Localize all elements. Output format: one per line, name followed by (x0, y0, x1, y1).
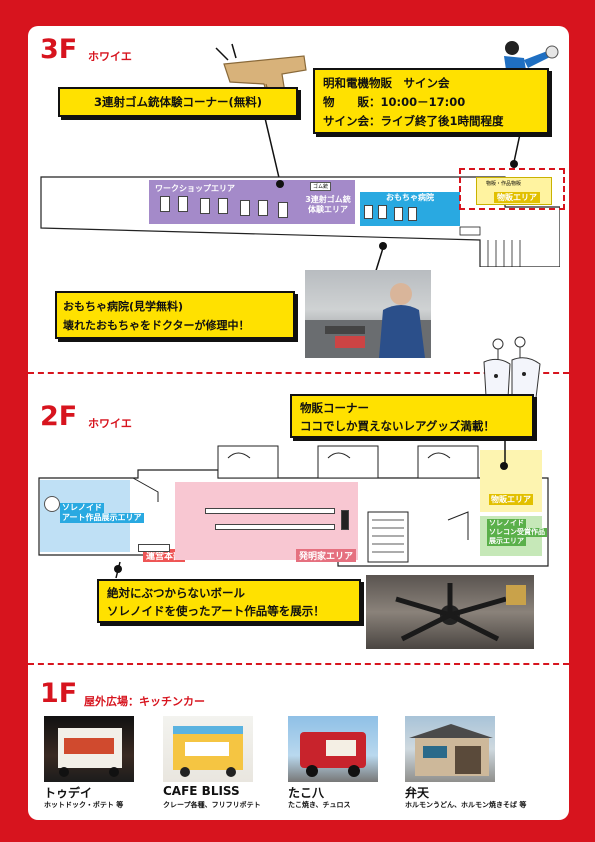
merch-2f-title: 物販コーナー (300, 401, 369, 415)
hospital-table (408, 207, 417, 221)
kitchen-car-photo-today (44, 716, 134, 782)
kitchen-car-photo-benten (405, 716, 495, 782)
floor3-number: 3F (40, 34, 78, 65)
kitchen-car-desc-benten: ホルモンうどん、ホルモン焼きそば 等 (405, 801, 527, 809)
kitchen-car-desc-cafe-bliss: クレープ各種、フリフリポテト (163, 801, 261, 809)
callout-3f-toy-hospital: おもちゃ病院(見学無料) 壊れたおもちゃをドクターが修理中！ (55, 291, 295, 339)
toy-hospital-photo-figure (305, 283, 431, 358)
zone-toy-hospital-label: おもちゃ病院 (386, 193, 434, 202)
floor2-number: 2F (40, 401, 78, 432)
zone-workshop-label: ワークショップエリア (155, 184, 235, 193)
callout-2f-merch: 物販コーナー ココでしか買えないレアグッズ満載！ (290, 394, 534, 438)
solenoid-art-photo-machine (395, 583, 526, 642)
toy-hospital-title: おもちゃ病院(見学無料) (63, 300, 184, 313)
zone-solenoid-contest-label-3: 展示エリア (487, 537, 526, 546)
marker-merch-3f (510, 160, 518, 168)
floor3-label: ホワイエ (88, 50, 132, 63)
workshop-table (200, 198, 210, 214)
zone-gun-label: 3連射ゴム銃 体験エリア (300, 195, 356, 215)
marker-rubber-gun (276, 180, 284, 188)
workshop-table (258, 200, 268, 216)
callout-3f-merch-signing: 明和電機物販 サイン会 物 販：10:00－17:00 サイン会：ライブ終了後1… (313, 68, 549, 134)
kitchen-car-name-benten: 弁天 (405, 786, 430, 800)
zone-gun-label-1: 3連射ゴム銃 (305, 195, 351, 204)
zone-solenoid-contest-label-1: ソレノイド (487, 519, 526, 528)
workshop-table (240, 200, 250, 216)
merch-2f-desc: ココでしか買えないレアグッズ満載！ (300, 419, 495, 433)
zone-merch-3f-outline (459, 168, 565, 210)
marker-solenoid-art (114, 565, 122, 573)
separator-2f-1f (28, 663, 569, 665)
merch-hours: 物 販：10:00－17:00 (323, 95, 466, 109)
signing-hours: サイン会：ライブ終了後1時間程度 (323, 114, 504, 128)
inventor-table (215, 524, 335, 530)
hospital-tables (364, 205, 454, 223)
kitchen-car-desc-today: ホットドック・ポテト 等 (44, 801, 124, 809)
zone-solenoid-contest-label-2: ソレコン受賞作品 (487, 528, 547, 537)
marker-toy-hospital (379, 242, 387, 250)
merch-signing-title: 明和電機物販 サイン会 (323, 76, 450, 90)
workshop-tables (160, 196, 300, 222)
workshop-table (160, 196, 170, 212)
zone-gun-small-label: ゴム銃 (310, 182, 332, 191)
kitchen-car-name-cafe-bliss: CAFE BLISS (163, 784, 240, 798)
zone-solenoid-contest-label: ソレノイド ソレコン受賞作品 展示エリア (487, 519, 547, 546)
workshop-table (178, 196, 188, 212)
kitchen-car-photo-benten-shape (409, 724, 493, 776)
kitchen-car-name-today: トゥデイ (44, 786, 93, 800)
floor1-label: 屋外広場：キッチンカー (84, 695, 205, 708)
workshop-table (278, 202, 288, 218)
hq-table (138, 544, 170, 552)
zone-merch-3f-small-label: 物販・作品物販 (486, 181, 522, 187)
hospital-table (378, 205, 387, 219)
inventor-table (341, 510, 349, 530)
zone-solenoid-art-label: ソレノイド アート作品展示エリア (60, 503, 150, 523)
stamp-rally-spot-icon (44, 496, 60, 512)
zone-hq-label: 運営本部 (143, 549, 186, 562)
kitchen-car-desc-takohachi: たこ焼き、チュロス (288, 801, 351, 809)
kitchen-car-photo-cafe-bliss (163, 716, 253, 782)
kitchen-car-photo-takohachi (288, 716, 378, 782)
zone-solenoid-art-label-2: アート作品展示エリア (60, 513, 144, 523)
zone-merch-2f-label: 物販エリア (489, 494, 533, 505)
marker-merch-2f (500, 462, 508, 470)
inventor-tables (205, 500, 355, 540)
workshop-table (218, 198, 228, 214)
kitchen-car-photo-cafe-bliss-shape (173, 726, 243, 777)
callout-3f-rubber-gun: 3連射ゴム銃体験コーナー(無料) (58, 87, 298, 117)
kitchen-car-photo-today-shape (58, 728, 122, 777)
solenoid-art-photo (366, 575, 534, 649)
zone-gun-label-2: 体験エリア (308, 205, 348, 214)
zone-inventor (175, 482, 358, 560)
hospital-table (364, 205, 373, 219)
rubber-gun-text: 3連射ゴム銃体験コーナー(無料) (93, 95, 262, 109)
solenoid-art-desc: ソレノイドを使ったアート作品等を展示！ (107, 604, 325, 618)
toy-hospital-desc: 壊れたおもちゃをドクターが修理中！ (63, 319, 250, 332)
kitchen-car-name-takohachi: たこ八 (288, 786, 325, 800)
zone-inventor-label: 発明家エリア (296, 549, 357, 562)
inventor-table (205, 508, 335, 514)
floor1-number: 1F (40, 678, 78, 709)
zone-merch-3f-label: 物販エリア (494, 192, 540, 203)
toy-hospital-photo (305, 270, 431, 358)
callout-2f-solenoid-art: 絶対にぶつからないボール ソレノイドを使ったアート作品等を展示！ (97, 579, 361, 623)
floor2-label: ホワイエ (88, 417, 132, 430)
hospital-table (394, 207, 403, 221)
kitchen-car-photo-takohachi-shape (300, 732, 366, 777)
separator-3f-2f (28, 372, 569, 374)
zone-solenoid-art-label-1: ソレノイド (60, 503, 104, 513)
solenoid-art-title: 絶対にぶつからないボール (107, 586, 245, 600)
